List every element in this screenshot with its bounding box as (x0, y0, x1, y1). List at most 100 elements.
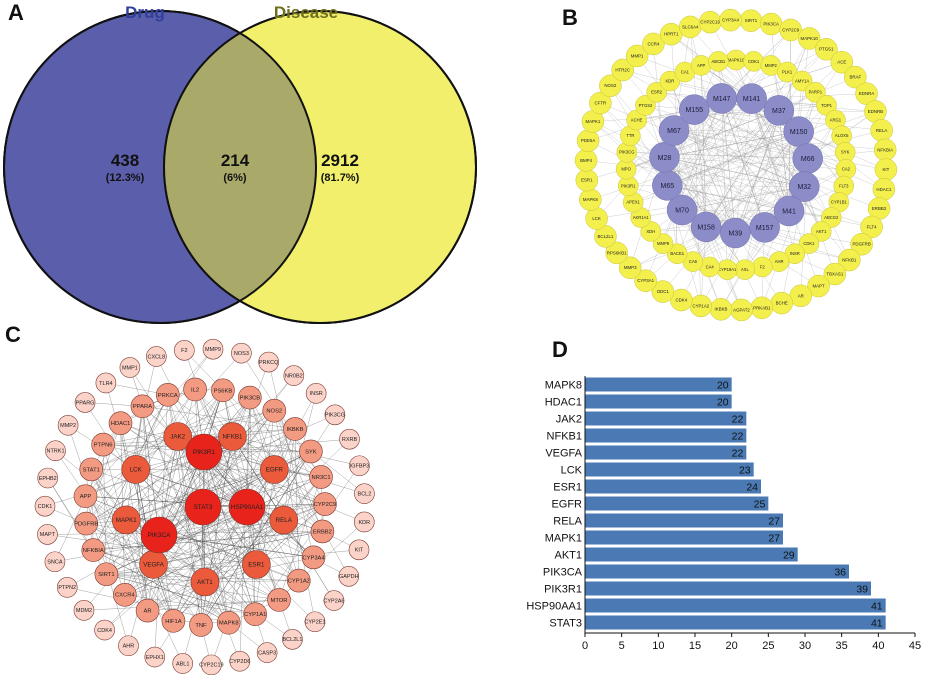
network-c-node-label: CXCL8 (147, 354, 165, 360)
network-c-node-label: CYP2E1 (304, 620, 325, 626)
network-b-edge (694, 109, 702, 306)
network-c-node-label: CASP3 (258, 650, 276, 656)
network-c-node-ppara: PPARA (130, 394, 155, 419)
network-c-edge (256, 503, 326, 565)
bar-rela (585, 513, 783, 528)
network-c-node-label: PDGFRB (74, 522, 98, 528)
network-c-node-label: CYP2C19 (199, 663, 223, 669)
bar-egfr (585, 496, 769, 511)
network-c-node-jak2: JAK2 (163, 422, 193, 451)
network-b-node-label: CYP19A1 (718, 267, 737, 272)
network-c-node-label: STAT1 (83, 467, 100, 473)
network-b-node-mapk10: MAPK10 (725, 49, 747, 71)
network-c-node-label: AHR (123, 644, 135, 650)
network-b-node-label: M147 (713, 96, 731, 103)
network-c-node-label: PRKCA (158, 393, 178, 399)
bar-category-label: PIK3CA (543, 567, 583, 579)
network-c-node-label: RXRB (342, 437, 358, 443)
network-c-node-label: PIK3R1 (193, 449, 215, 456)
x-tick-label: 40 (872, 640, 884, 652)
network-b-node-label: M41 (782, 208, 796, 215)
network-b-node-m141: M141 (736, 83, 767, 114)
network-c-node-bcl2: BCL2 (354, 483, 375, 504)
network-b-node-label: ESR2 (651, 90, 663, 95)
network-c-node-mapk8: MAPK8 (216, 610, 241, 635)
network-c-edge (202, 410, 275, 508)
panel-label-d: D (552, 337, 568, 362)
network-c-node-mapt: MAPT (37, 524, 58, 545)
network-b-node-label: RELA (876, 128, 888, 133)
network-b-edge (705, 110, 780, 227)
network-b-node-label: ERBB2 (872, 206, 887, 211)
network-b-node-rela: RELA (870, 119, 893, 142)
network-b-node-prkab1: PRKAB1 (750, 296, 774, 320)
x-tick-label: 25 (762, 640, 774, 652)
network-c-edge (104, 506, 248, 631)
network-b-node-m147: M147 (706, 83, 737, 114)
network-b-node-alox5: ALOX5 (831, 125, 852, 147)
network-b-edge (700, 65, 707, 227)
venn-diagram: Drug Disease 438 (12.3%) 214 (6%) 2912 (… (3, 3, 477, 324)
network-b-node-bmp4: BMP4 (574, 149, 598, 172)
network-b-node-m158: M158 (690, 211, 722, 243)
network-c-node-prkca: PRKCA (155, 383, 180, 407)
network-c-node-nfkb1: NFKB1 (218, 422, 247, 451)
network-b-node-label: CA1 (681, 69, 690, 74)
venn-overlap-count: 214 (221, 151, 250, 170)
network-b-node-label: CCR4 (647, 41, 660, 46)
network-b-node-axl: AXL (734, 259, 756, 280)
network-b-node-label: EDNRB (868, 109, 883, 114)
network-b-node-label: M157 (756, 225, 774, 232)
network-c-node-cxcl8: CXCL8 (146, 346, 167, 367)
network-b-node-braf: BRAF (844, 65, 867, 89)
network-b-node-cyp2c9: CYP2C9 (779, 18, 802, 42)
network-c-edge (83, 599, 280, 611)
network-b-node-label: PRKAB1 (753, 305, 771, 310)
network-c-node-kdr: KDR (353, 511, 375, 533)
bar-value-label: 25 (754, 499, 766, 511)
compound-target-network: SIRT1PIK3CACYP2C9MAPK10PTGS1ACEBRAFEDNRA… (574, 8, 898, 322)
network-c-node-erbb2: ERBB2 (310, 519, 335, 544)
bar-value-label: 36 (834, 567, 846, 579)
network-c-node-nos3: NOS3 (231, 342, 252, 364)
network-b-node-ptgs1: PTGS1 (815, 37, 838, 61)
network-c-node-il2: IL2 (183, 377, 207, 402)
network-c-node-pik3ca: PIK3CA (140, 516, 178, 554)
bar-category-label: PIK3R1 (544, 584, 582, 596)
network-c-node-label: EPHX1 (146, 655, 164, 661)
network-b-node-pik3ca: PIK3CA (759, 12, 783, 36)
network-b-edge (664, 157, 736, 234)
network-b-node-label: MPO (621, 167, 631, 172)
network-b-node-label: INSR (790, 251, 800, 256)
network-b-node-label: CFTR (595, 101, 607, 106)
network-b-edge (664, 98, 752, 158)
network-b-node-label: AKR1A1 (633, 215, 650, 220)
network-c-node-igfbp3: IGFBP3 (349, 455, 370, 477)
network-c-edge (147, 519, 284, 611)
network-c-node-hif1a: HIF1A (161, 609, 186, 633)
network-c-node-abl1: ABL1 (172, 653, 194, 674)
network-c-node-label: SIRT1 (98, 572, 114, 578)
network-b-edge (664, 157, 805, 187)
network-c-node-label: HSP90AA1 (231, 504, 264, 511)
bar-jak2 (585, 411, 747, 426)
network-c-node-label: CYP2C9 (314, 502, 337, 508)
ppi-network: MMP9NOS3PRKCQNR0B2INSRPIK3CGRXRBIGFBP3BC… (34, 338, 375, 675)
network-b-node-label: KDR (665, 78, 674, 83)
network-c-node-cxcr4: CXCR4 (113, 582, 137, 607)
network-b-node-label: MMP1 (631, 53, 644, 58)
network-c-node-ptpn6: PTPN6 (91, 432, 115, 457)
network-c-node-ahr: AHR (118, 635, 139, 657)
panel-label-c: C (5, 322, 21, 347)
network-b-node-label: M158 (697, 224, 715, 231)
bar-hdac1 (585, 394, 732, 409)
network-c-node-sirt1: SIRT1 (94, 562, 119, 587)
network-c-node-label: KIT (355, 548, 364, 554)
network-c-node-hdac1: HDAC1 (108, 411, 133, 435)
bar-vegfa (585, 445, 747, 460)
venn-left-pct: (12.3%) (106, 172, 145, 184)
network-b-node-label: AGPAT2 (733, 307, 750, 312)
network-c-node-label: NFKB1 (222, 434, 243, 441)
network-c-node-label: HDAC1 (111, 421, 131, 427)
network-b-node-hprt1: HPRT1 (659, 22, 683, 46)
